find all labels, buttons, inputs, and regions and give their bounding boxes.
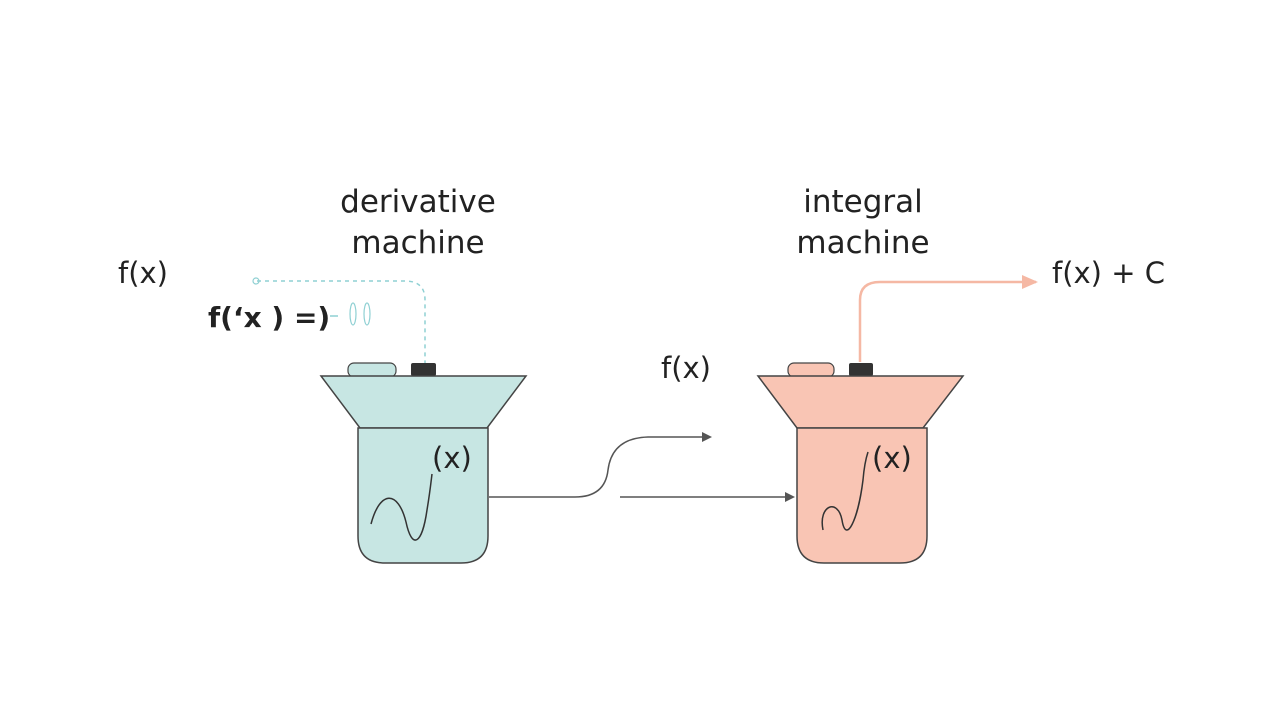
derivative-output-label: f(‘x ) =) <box>208 301 330 334</box>
derivative-funnel <box>319 375 528 429</box>
integral-machine-title-line2: machine <box>796 225 929 261</box>
derivative-top-knob <box>411 363 436 376</box>
small-oval-mark <box>349 302 357 326</box>
integral-output-arrow <box>858 275 1038 362</box>
integral-output-label: f(x) + C <box>1052 256 1165 290</box>
derivative-inner-label: (x) <box>432 441 472 475</box>
integral-body <box>796 427 928 564</box>
derivative-body <box>357 427 489 564</box>
integral-machine-title-line1: integral <box>803 184 923 220</box>
derivative-machine-title-line2: machine <box>351 225 484 261</box>
middle-function-label: f(x) <box>661 351 711 385</box>
derivative-top-button <box>347 362 397 378</box>
integral-funnel <box>756 375 965 429</box>
connector-arrows: f(x) <box>489 351 795 502</box>
derivative-machine: derivative machine f(x) f(‘x ) =) (x) <box>118 184 528 564</box>
derivative-output-arrow <box>489 432 712 498</box>
integral-top-button <box>787 362 835 378</box>
dashed-line-start-dot <box>252 277 260 285</box>
derivative-wave-curve <box>370 473 433 541</box>
derivative-input-label: f(x) <box>118 256 168 290</box>
derivative-dashed-feed-line <box>257 280 426 364</box>
integral-inner-label: (x) <box>872 441 912 475</box>
small-oval-mark <box>363 302 371 326</box>
integral-top-knob <box>849 363 873 376</box>
integral-wave-curve <box>821 451 869 531</box>
integral-machine: integral machine f(x) + C (x) <box>756 184 1165 564</box>
derivative-machine-title-line1: derivative <box>340 184 496 220</box>
